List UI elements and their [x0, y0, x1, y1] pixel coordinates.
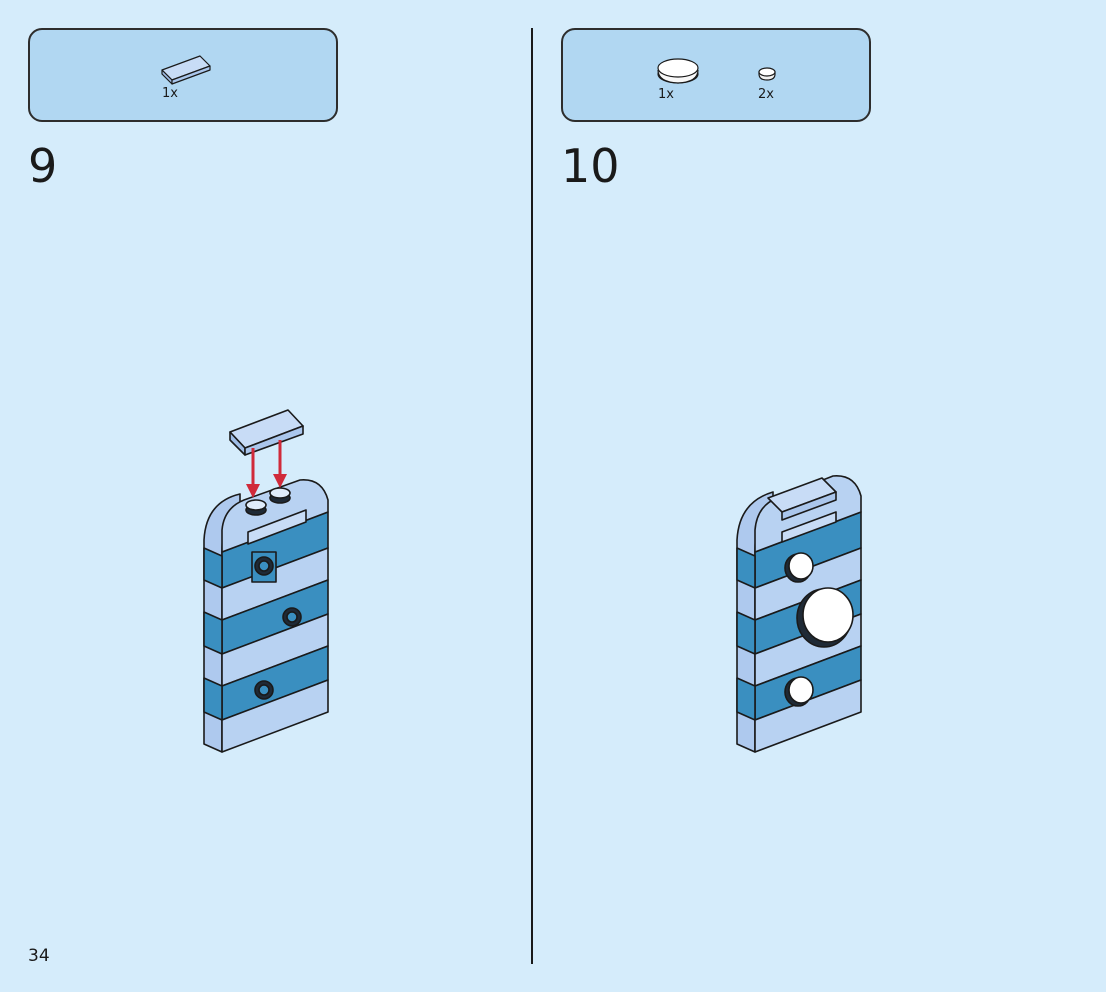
part-quantity: 1x [162, 86, 178, 101]
parts-box-step-9: 1x [28, 28, 338, 122]
round-tile-large-icon [657, 58, 699, 84]
round-tiles-parts-icon [657, 58, 776, 84]
step-9-assembly-illustration [203, 409, 329, 753]
step-number: 10 [561, 139, 620, 193]
page-divider [531, 28, 533, 964]
step-number: 9 [28, 139, 58, 193]
part-quantity-large-round: 1x [658, 87, 674, 102]
flat-tile-piece-icon [161, 55, 211, 85]
part-quantity-small-round: 2x [758, 87, 774, 102]
parts-box-step-10: 1x 2x [561, 28, 871, 122]
page-number: 34 [28, 946, 50, 966]
round-tile-small-icon [758, 67, 776, 81]
